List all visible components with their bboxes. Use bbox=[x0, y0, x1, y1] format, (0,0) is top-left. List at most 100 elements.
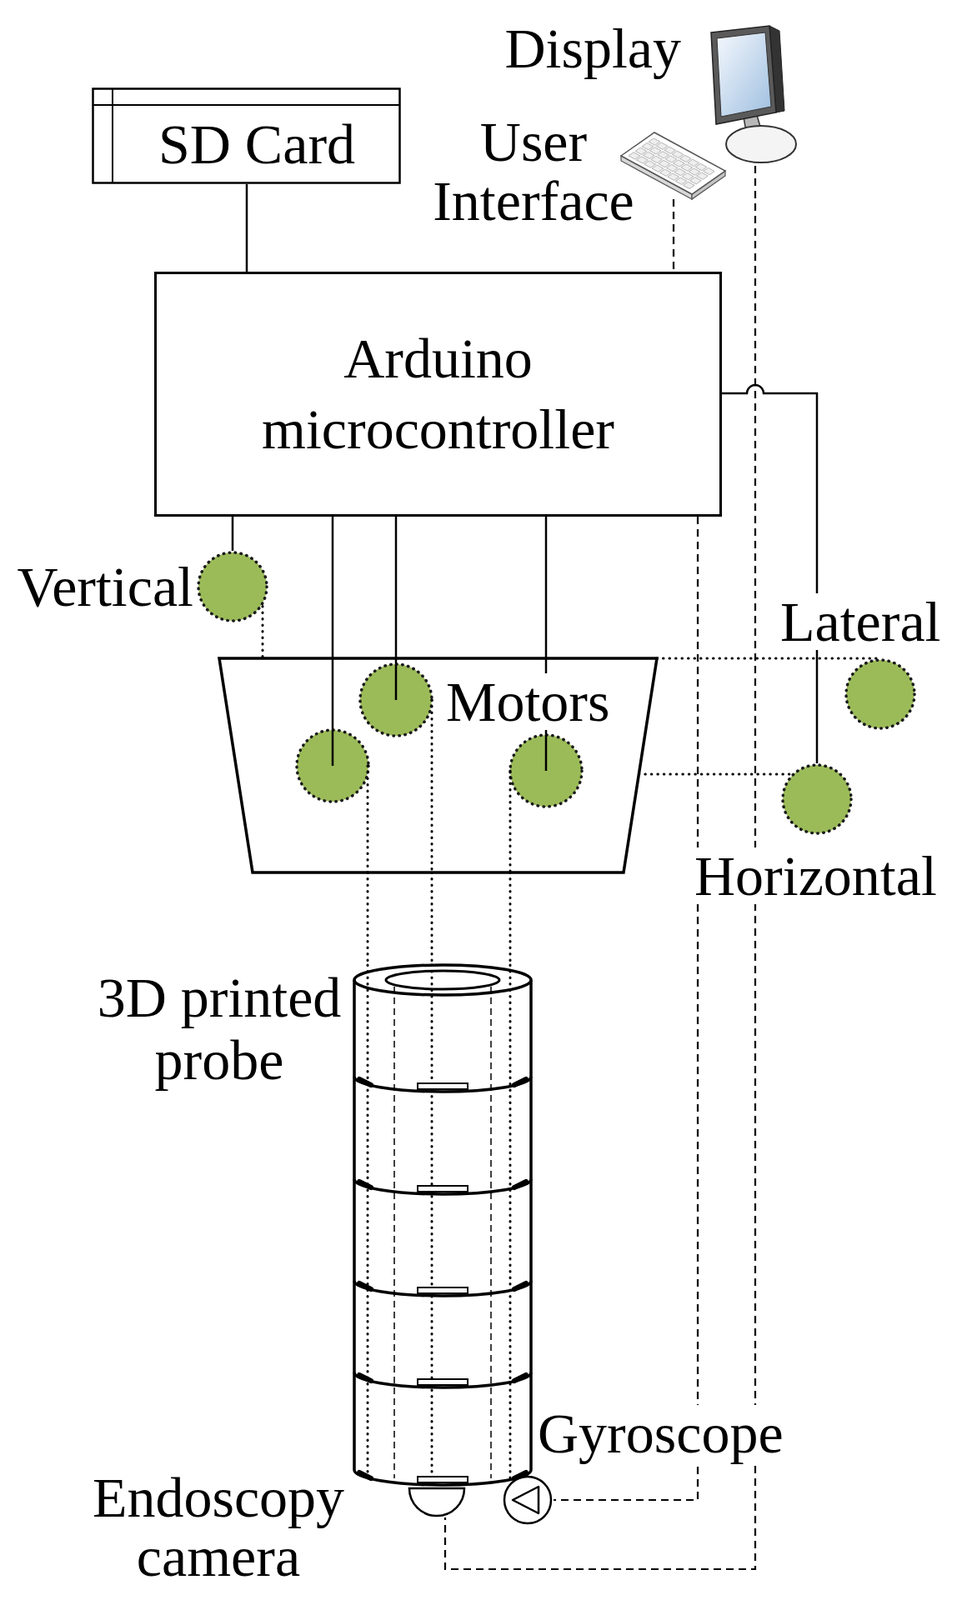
camera-dome bbox=[409, 1488, 465, 1517]
keyboard-key bbox=[687, 159, 700, 166]
node-label: Motors bbox=[445, 673, 622, 731]
connector bbox=[261, 606, 265, 660]
keyboard-key bbox=[673, 160, 686, 167]
node-shape bbox=[781, 763, 853, 836]
keyboard-key bbox=[695, 163, 707, 171]
motor-circle: Horizontal bbox=[781, 763, 853, 836]
connector bbox=[430, 872, 434, 966]
node-label: Lateral bbox=[780, 593, 947, 651]
connector bbox=[509, 872, 512, 966]
node-shape bbox=[196, 551, 269, 623]
node-shape bbox=[352, 965, 533, 1493]
segment-ring bbox=[354, 1179, 532, 1195]
segment-tab bbox=[359, 1473, 371, 1479]
keyboard-key bbox=[649, 147, 662, 155]
node-shape bbox=[408, 1488, 466, 1519]
tendon-line bbox=[366, 766, 370, 873]
segment-tab bbox=[359, 1283, 371, 1290]
cylinder-top bbox=[354, 965, 532, 996]
keyboard-key bbox=[658, 160, 671, 167]
tendon-line bbox=[430, 700, 434, 873]
box-outline bbox=[155, 273, 722, 517]
node-label: Display bbox=[494, 20, 682, 77]
connector bbox=[366, 872, 370, 966]
monitor-bezel bbox=[711, 25, 777, 125]
hidden-edge bbox=[490, 987, 492, 1479]
card-outline bbox=[93, 89, 401, 184]
keyboard-key bbox=[683, 181, 696, 189]
keyboard-key bbox=[644, 160, 657, 168]
connector bbox=[545, 516, 548, 659]
motor-circle: Lateral bbox=[844, 658, 917, 731]
segment-tab bbox=[514, 1079, 527, 1086]
segment-tab bbox=[359, 1375, 371, 1382]
segment-slot bbox=[417, 1186, 468, 1193]
segment-ring bbox=[354, 1470, 532, 1486]
keyboard-key bbox=[690, 177, 702, 185]
keyboard-key bbox=[636, 156, 648, 164]
card-inner-line bbox=[111, 89, 114, 184]
tendon-line bbox=[366, 965, 370, 1481]
probe-cylinder: 3D printed probe bbox=[352, 965, 533, 1493]
node-shape bbox=[696, 25, 800, 166]
segment-ring bbox=[354, 1077, 532, 1093]
keyboard-key bbox=[651, 155, 663, 163]
cylinder-side bbox=[529, 980, 533, 1471]
keyboard-key bbox=[681, 173, 694, 181]
keyboard-key bbox=[681, 164, 693, 171]
segment-tab bbox=[359, 1079, 371, 1086]
hidden-edge bbox=[393, 987, 396, 1479]
gyroscope-mark bbox=[512, 1487, 539, 1514]
motor-disc bbox=[198, 552, 267, 622]
node-shape bbox=[844, 658, 917, 731]
keyboard-key bbox=[660, 169, 672, 176]
segment-slot bbox=[417, 1083, 468, 1090]
segment-tab bbox=[514, 1182, 527, 1188]
segment-ring bbox=[354, 1281, 532, 1297]
cylinder-bore bbox=[385, 971, 500, 990]
gyroscope-symbol: Gyroscope bbox=[501, 1474, 554, 1527]
keyboard-key bbox=[648, 138, 661, 146]
keyboard-key bbox=[688, 168, 701, 176]
keyboard-key bbox=[665, 155, 677, 163]
tendon-line bbox=[430, 965, 434, 1481]
monitor-base bbox=[726, 125, 797, 163]
keyboard-key bbox=[666, 164, 679, 171]
gyroscope-body bbox=[504, 1477, 552, 1524]
keyboard-key bbox=[674, 168, 687, 176]
connector bbox=[656, 657, 881, 661]
motor-housing: Motors bbox=[219, 658, 657, 873]
connector bbox=[245, 184, 249, 272]
keyboard-key bbox=[667, 173, 680, 181]
segment-tab bbox=[514, 1283, 527, 1290]
keyboard-key bbox=[671, 150, 684, 158]
keyboard-key bbox=[703, 167, 716, 175]
monitor-screen bbox=[716, 32, 772, 117]
keyboard-key bbox=[656, 142, 668, 150]
segment-tab bbox=[514, 1375, 527, 1382]
node-label: Endoscopy camera bbox=[86, 1468, 351, 1589]
node-label: Vertical bbox=[6, 558, 194, 616]
housing-outline bbox=[219, 658, 657, 873]
keyboard-key bbox=[628, 152, 641, 160]
connector bbox=[638, 773, 792, 777]
camera-icon: Endoscopy camera bbox=[408, 1488, 466, 1519]
connector bbox=[672, 199, 675, 272]
storage-box: SD Card bbox=[91, 87, 401, 185]
node-shape bbox=[621, 132, 726, 200]
node-shape bbox=[501, 1474, 554, 1527]
connector bbox=[721, 385, 817, 764]
node-label: 3D printed probe bbox=[90, 966, 349, 1093]
wire bbox=[395, 658, 398, 701]
controller-box: Arduino microcontroller bbox=[154, 271, 722, 517]
keyboard-key bbox=[680, 155, 692, 162]
segment-slot bbox=[417, 1477, 468, 1484]
keyboard-key bbox=[664, 146, 677, 154]
keyboard-key bbox=[641, 143, 654, 151]
cylinder-side bbox=[352, 980, 356, 1471]
motor-disc bbox=[782, 765, 852, 834]
motor-circle: Vertical bbox=[196, 551, 269, 623]
node-label: Arduino microcontroller bbox=[205, 323, 672, 466]
segment-tab bbox=[359, 1182, 371, 1188]
connector bbox=[231, 516, 235, 552]
